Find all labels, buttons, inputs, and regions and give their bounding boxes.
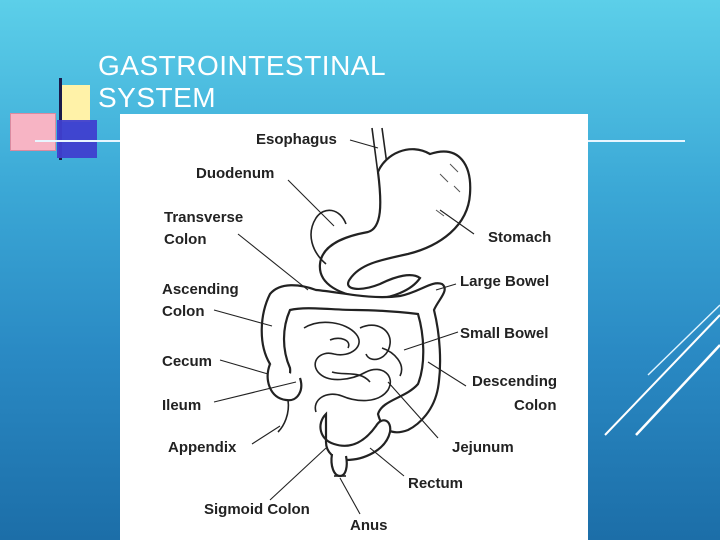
label-large-bowel: Large Bowel [460,273,549,290]
label-small-bowel: Small Bowel [460,325,548,342]
appendix-shape [277,399,290,433]
label-appendix: Appendix [168,439,237,456]
label-sigmoid-colon: Sigmoid Colon [204,501,310,518]
corner-decoration-lines [604,304,720,436]
accent-pink-square [10,113,56,151]
duodenum-shape [310,209,347,265]
label-descending-colon-line1: Descending [472,373,557,390]
digestive-system-diagram: Esophagus Duodenum Transverse Colon Stom… [162,127,557,534]
cecum-shape [266,363,303,402]
label-jejunum: Jejunum [452,439,514,456]
label-anus: Anus [350,517,388,534]
label-esophagus: Esophagus [256,131,337,148]
accent-yellow-square [62,85,90,122]
stomach-shape [318,148,472,300]
digestive-system-figure: Esophagus Duodenum Transverse Colon Stom… [120,114,588,540]
rectum-shape [330,453,348,478]
accent-blue-square [57,120,97,158]
sigmoid-colon-shape [319,411,392,462]
diagram-labels: Esophagus Duodenum Transverse Colon Stom… [162,131,557,534]
organ-drawing [260,127,472,478]
label-stomach: Stomach [488,229,551,246]
small-bowel-shape [303,321,391,413]
label-transverse-colon-line2: Colon [164,231,207,248]
accent-vertical-line [59,78,62,160]
label-ileum: Ileum [162,397,201,414]
stomach-texture [435,163,461,217]
label-cecum: Cecum [162,353,212,370]
small-bowel-loops-inner [359,324,403,377]
large-bowel-shape [260,282,446,434]
label-transverse-colon-line1: Transverse [164,209,243,226]
leader-lines [213,139,475,515]
label-descending-colon-line2: Colon [514,397,557,414]
label-rectum: Rectum [408,475,463,492]
label-ascending-colon-line1: Ascending [162,281,239,298]
label-ascending-colon-line2: Colon [162,303,205,320]
label-duodenum: Duodenum [196,165,274,182]
slide-title: GASTROINTESTINAL SYSTEM [98,50,387,113]
